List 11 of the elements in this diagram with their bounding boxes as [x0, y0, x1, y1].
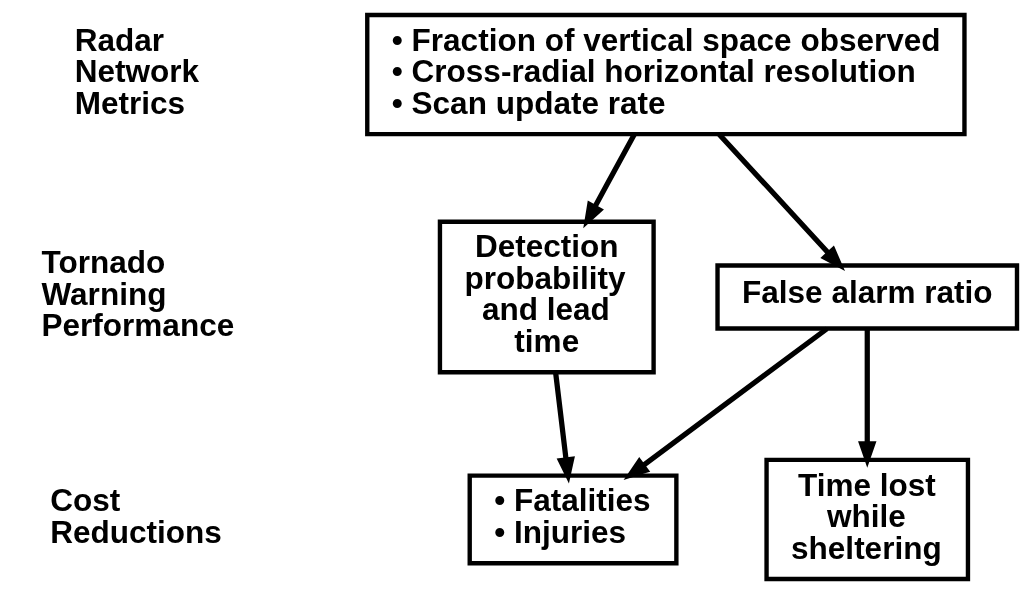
- node-box: False alarm ratio: [715, 263, 1020, 331]
- arrow: [583, 133, 637, 229]
- label: Tornado Warning Performance: [41, 244, 235, 344]
- node-box: • Fraction of vertical space observed • Cross-radial horizontal resolution • Scan update rate: [365, 12, 967, 137]
- label: Radar Network Metrics: [74, 21, 200, 121]
- arrow: [553, 372, 575, 484]
- label: Cost Reductions: [50, 482, 222, 550]
- node-box: • Fatalities • Injuries: [467, 473, 679, 566]
- arrow: [858, 328, 877, 468]
- node-box: Detection probability and lead time: [437, 219, 656, 375]
- node-box: Time lost while sheltering: [764, 457, 971, 582]
